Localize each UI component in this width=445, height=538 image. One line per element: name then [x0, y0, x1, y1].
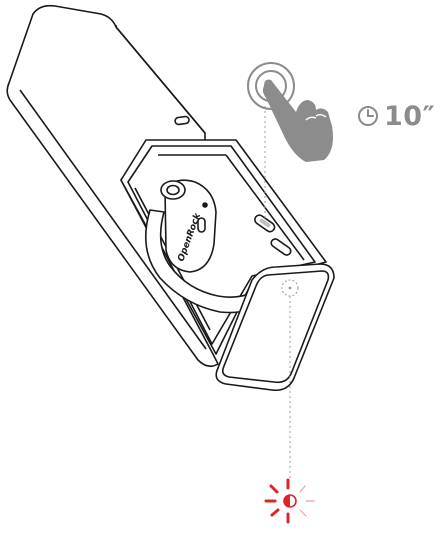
hold-duration-label: 10″ — [384, 101, 435, 132]
hold-duration: 10″ — [357, 98, 435, 134]
hand-press-icon — [248, 63, 333, 162]
clock-icon — [357, 105, 379, 127]
indicator-light-flashing-icon — [266, 480, 314, 522]
